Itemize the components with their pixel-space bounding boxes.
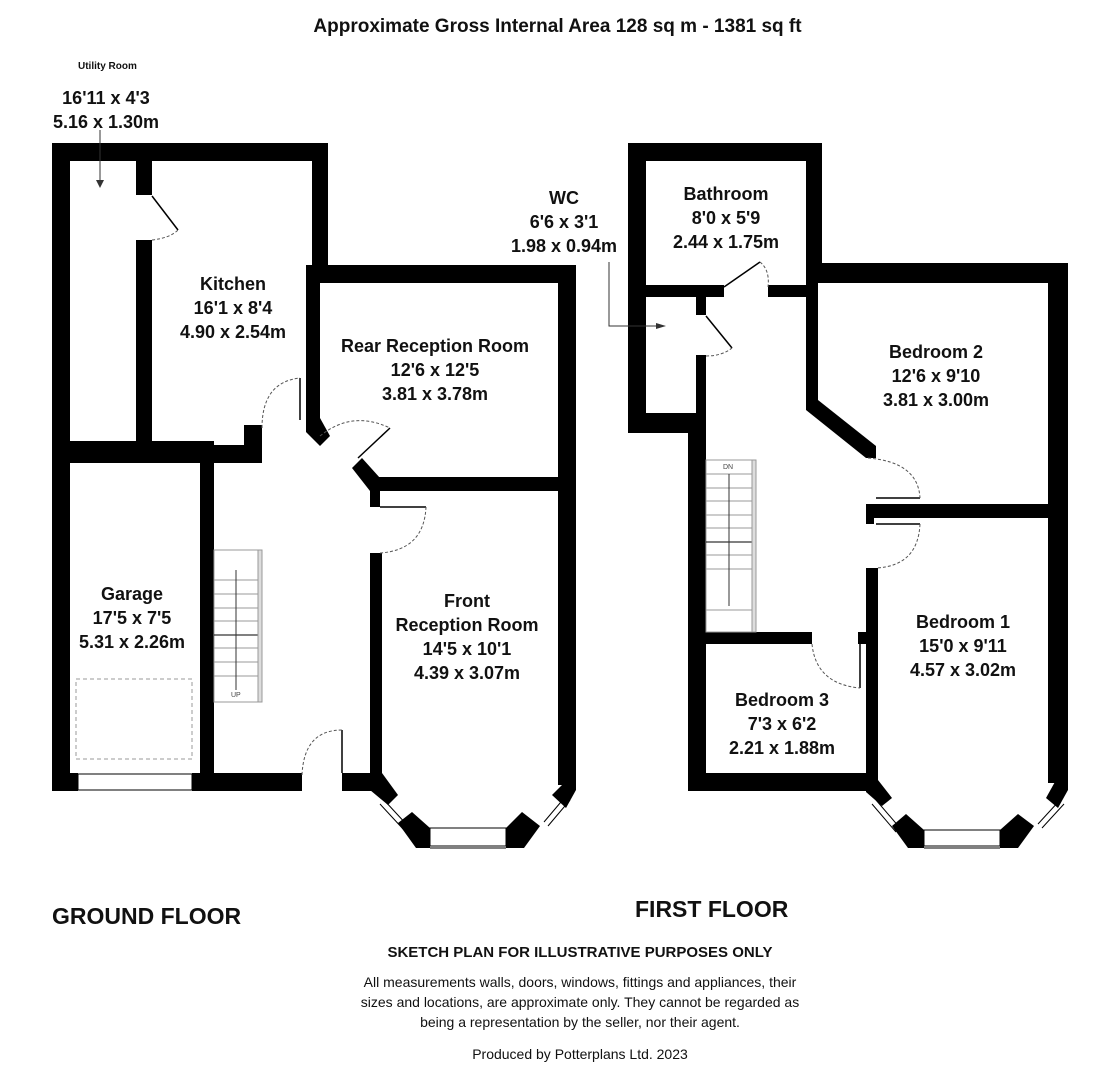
- utility-room-metric: 5.16 x 1.30m: [52, 112, 160, 132]
- disclaimer-heading: SKETCH PLAN FOR ILLUSTRATIVE PURPOSES ON…: [387, 944, 773, 961]
- front-reception-name-line2: Reception Room: [395, 615, 539, 635]
- bathroom-label: Bathroom 8'0 x 5'9 2.44 x 1.75m: [673, 182, 779, 254]
- gross-internal-area-title: Approximate Gross Internal Area 128 sq m…: [313, 16, 802, 37]
- garage-name: Garage: [100, 584, 164, 604]
- wc-name: WC: [549, 188, 579, 208]
- kitchen-name: Kitchen: [199, 274, 266, 294]
- stairs-down-label: DN: [723, 464, 734, 471]
- bedroom-2-name: Bedroom 2: [888, 342, 984, 362]
- ground-floor-walls: [52, 143, 576, 848]
- bedroom-3-metric: 2.21 x 1.88m: [728, 738, 836, 758]
- producer-credit: Produced by Potterplans Ltd. 2023: [472, 1046, 688, 1062]
- bedroom-2-imperial: 12'6 x 9'10: [891, 366, 981, 386]
- bedroom-1-name: Bedroom 1: [915, 612, 1011, 632]
- garage-label: Garage 17'5 x 7'5 5.31 x 2.26m: [79, 582, 185, 654]
- bedroom-2-label: Bedroom 2 12'6 x 9'10 3.81 x 3.00m: [883, 340, 989, 412]
- bathroom-imperial: 8'0 x 5'9: [691, 208, 761, 228]
- first-floor-label: FIRST FLOOR: [635, 896, 789, 922]
- bedroom-2-metric: 3.81 x 3.00m: [882, 390, 990, 410]
- bedroom-3-imperial: 7'3 x 6'2: [747, 714, 817, 734]
- first-floor-walls: [628, 143, 1068, 848]
- stairs-up-label: UP: [231, 692, 241, 699]
- kitchen-imperial: 16'1 x 8'4: [193, 298, 273, 318]
- utility-room-imperial: 16'11 x 4'3: [62, 88, 150, 108]
- bathroom-name: Bathroom: [683, 184, 769, 204]
- utility-room-label: 16'11 x 4'3 5.16 x 1.30m: [53, 86, 159, 134]
- disclaimer-line-1: All measurements walls, doors, windows, …: [363, 974, 797, 990]
- bathroom-metric: 2.44 x 1.75m: [672, 232, 780, 252]
- rear-reception-metric: 3.81 x 3.78m: [381, 384, 489, 404]
- wc-label: WC 6'6 x 3'1 1.98 x 0.94m: [511, 186, 617, 258]
- utility-room-name: Utility Room: [78, 61, 137, 72]
- garage-door-outline: [75, 678, 193, 760]
- bedroom-1-metric: 4.57 x 3.02m: [909, 660, 1017, 680]
- first-floor-windows: [871, 799, 1065, 849]
- bedroom-1-imperial: 15'0 x 9'11: [919, 636, 1007, 656]
- rear-reception-room-label: Rear Reception Room 12'6 x 12'5 3.81 x 3…: [341, 334, 529, 406]
- ground-floor-doors: [151, 195, 426, 773]
- wc-imperial: 6'6 x 3'1: [529, 212, 599, 232]
- ground-floor-label: GROUND FLOOR: [52, 903, 242, 929]
- bedroom-1-label: Bedroom 1 15'0 x 9'11 4.57 x 3.02m: [910, 610, 1016, 682]
- ground-floor-windows: [77, 773, 571, 849]
- wc-metric: 1.98 x 0.94m: [510, 236, 618, 256]
- rear-reception-name: Rear Reception Room: [340, 336, 530, 356]
- kitchen-metric: 4.90 x 2.54m: [179, 322, 287, 342]
- front-reception-room-label: Front Reception Room 14'5 x 10'1 4.39 x …: [395, 589, 538, 685]
- front-reception-imperial: 14'5 x 10'1: [422, 639, 512, 659]
- garage-metric: 5.31 x 2.26m: [78, 632, 186, 652]
- front-reception-metric: 4.39 x 3.07m: [413, 663, 521, 683]
- first-floor-stairs: [705, 459, 757, 633]
- front-reception-name-line1: Front: [444, 591, 490, 611]
- garage-imperial: 17'5 x 7'5: [92, 608, 172, 628]
- disclaimer-line-3: being a representation by the seller, no…: [420, 1014, 740, 1030]
- bedroom-3-label: Bedroom 3 7'3 x 6'2 2.21 x 1.88m: [729, 688, 835, 760]
- rear-reception-imperial: 12'6 x 12'5: [390, 360, 480, 380]
- disclaimer-line-2: sizes and locations, are approximate onl…: [360, 994, 800, 1010]
- disclaimer-text: All measurements walls, doors, windows, …: [0, 972, 1115, 1032]
- bedroom-3-name: Bedroom 3: [734, 690, 830, 710]
- ground-floor-stairs: [213, 549, 263, 703]
- first-floor-doors: [705, 261, 920, 688]
- kitchen-label: Kitchen 16'1 x 8'4 4.90 x 2.54m: [180, 272, 286, 344]
